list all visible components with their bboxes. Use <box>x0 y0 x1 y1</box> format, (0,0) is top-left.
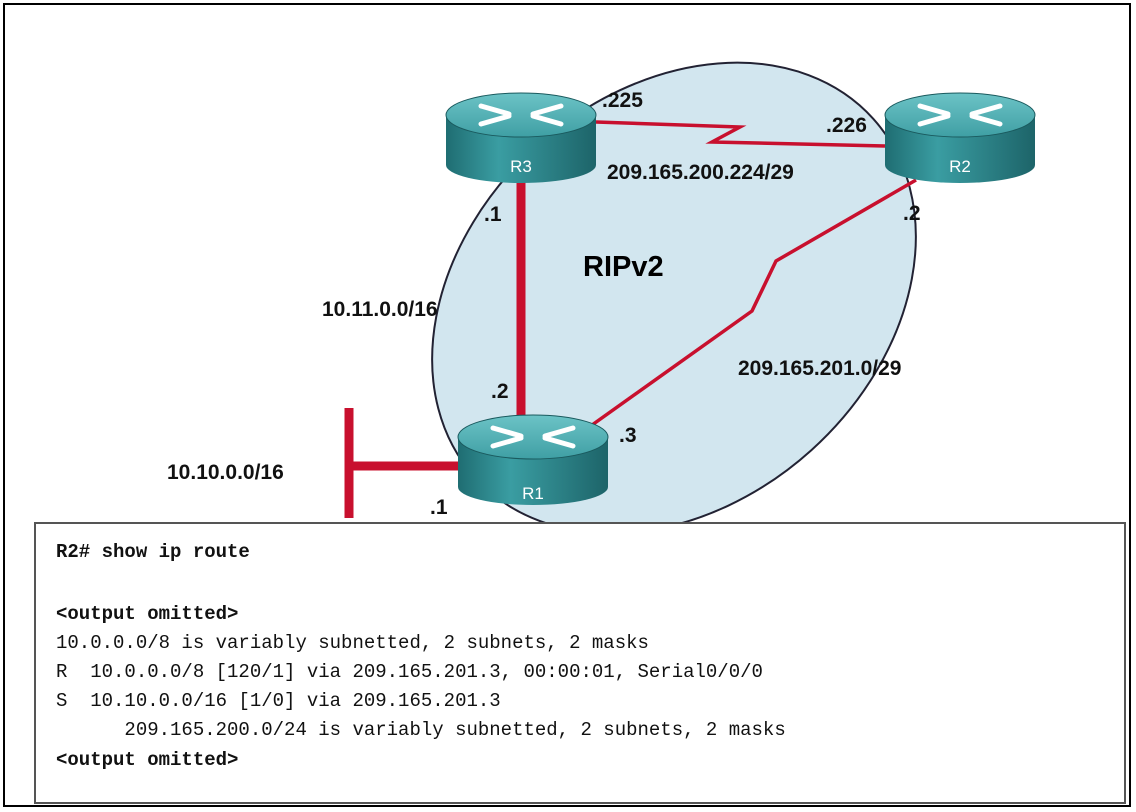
iface-r3-to-r1: .1 <box>484 203 502 226</box>
router-r2[interactable]: R2 <box>884 92 1036 183</box>
iface-r3-to-r2: .225 <box>602 89 643 112</box>
lan-segment <box>344 408 462 518</box>
console-omitted-bottom: <output omitted> <box>56 749 239 771</box>
router-r1[interactable]: R1 <box>457 414 609 505</box>
console-line: R 10.0.0.0/8 [120/1] via 209.165.201.3, … <box>56 661 763 683</box>
link-r3-r2 <box>595 120 886 148</box>
router-r3[interactable]: R3 <box>445 92 597 183</box>
net-r3-r1: 10.11.0.0/16 <box>322 298 438 321</box>
iface-r1-to-r2: .3 <box>619 424 637 447</box>
console-prompt-line: R2# show ip route <box>56 541 250 563</box>
routing-table-output: R2# show ip route <output omitted> 10.0.… <box>34 522 1126 804</box>
net-r3-r2: 209.165.200.224/29 <box>607 161 794 184</box>
router-arrows-icon <box>490 425 576 449</box>
router-label-r1: R1 <box>522 484 544 503</box>
console-line: 10.0.0.0/8 is variably subnetted, 2 subn… <box>56 632 649 654</box>
router-label-r2: R2 <box>949 157 971 176</box>
iface-r2-to-r3: .226 <box>826 114 867 137</box>
console-omitted-top: <output omitted> <box>56 603 239 625</box>
net-r1-r2: 209.165.201.0/29 <box>738 357 902 380</box>
console-line: S 10.10.0.0/16 [1/0] via 209.165.201.3 <box>56 690 501 712</box>
link-r1-r2 <box>583 178 917 432</box>
router-arrows-icon <box>917 103 1003 127</box>
protocol-label: RIPv2 <box>583 251 664 283</box>
iface-r1-to-r3: .2 <box>491 380 509 403</box>
iface-r2-to-r1: .2 <box>903 202 921 225</box>
router-label-r3: R3 <box>510 157 532 176</box>
net-r1-lan: 10.10.0.0/16 <box>167 461 284 484</box>
iface-r1-lan: .1 <box>430 496 448 519</box>
router-arrows-icon <box>478 103 564 127</box>
console-line: 209.165.200.0/24 is variably subnetted, … <box>56 719 786 741</box>
